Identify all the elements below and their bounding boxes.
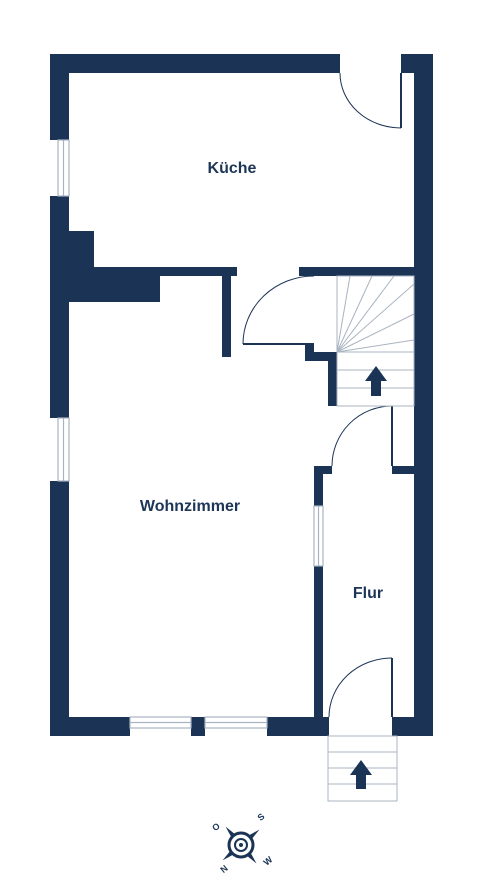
wall-stair-left-2 xyxy=(305,352,337,361)
compass-east: O xyxy=(210,821,222,833)
wall-hall-left-2 xyxy=(314,566,323,717)
doors xyxy=(242,72,402,718)
walls xyxy=(50,54,433,736)
wall-left-3 xyxy=(50,481,69,736)
wall-hall-right-stub xyxy=(392,466,414,474)
wall-stair-left-3 xyxy=(328,352,337,406)
door-entrance xyxy=(328,657,393,718)
room-label-living: Wohnzimmer xyxy=(140,498,240,515)
room-label-hall: Flur xyxy=(353,585,383,602)
door-stair-hall xyxy=(242,275,315,345)
wall-hall-left-1 xyxy=(314,466,323,506)
wall-kitchen-bottom xyxy=(69,267,237,276)
compass-south: S xyxy=(255,811,266,823)
wall-bottom-2 xyxy=(191,717,205,736)
room-label-kitchen: Küche xyxy=(208,160,257,177)
wall-kitchen-stub xyxy=(222,267,231,357)
wall-top-left xyxy=(50,54,340,73)
door-kitchen-exterior xyxy=(339,72,402,129)
interior-staircase xyxy=(336,275,415,407)
entrance-up-arrow-icon xyxy=(350,760,372,789)
compass-rose-icon xyxy=(222,826,260,864)
wall-bottom-1 xyxy=(50,717,130,736)
wall-left-1 xyxy=(50,54,69,140)
wall-bottom-3 xyxy=(267,717,329,736)
windows xyxy=(57,139,324,729)
stair-up-arrow-icon xyxy=(365,366,387,396)
wall-bottom-4 xyxy=(392,717,433,736)
wall-stair-top xyxy=(299,267,414,276)
entrance-steps xyxy=(327,735,398,802)
door-hall-upper xyxy=(331,405,393,467)
wall-right xyxy=(414,54,433,736)
chimney-block xyxy=(69,231,94,271)
wall-left-2 xyxy=(50,196,69,418)
compass-north: N xyxy=(218,863,229,875)
compass-west: W xyxy=(262,854,275,867)
